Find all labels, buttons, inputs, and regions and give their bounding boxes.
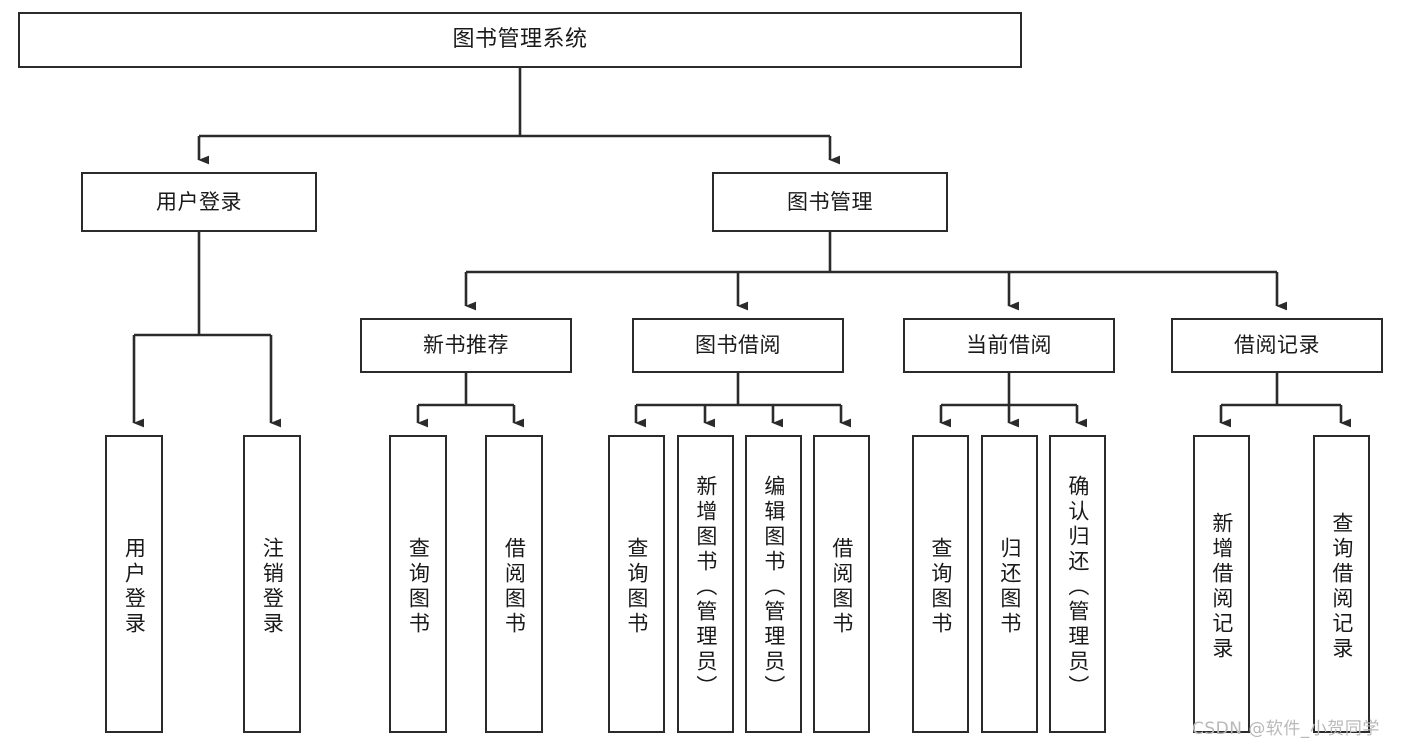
leaf-edit-book-admin[interactable]: 编辑图书（管理员） [745, 435, 802, 733]
leaf-user-login[interactable]: 用户登录 [105, 435, 163, 733]
node-book-borrow[interactable]: 图书借阅 [632, 318, 844, 373]
leaf-query-book-borrow[interactable]: 查询图书 [608, 435, 665, 733]
csdn-watermark: CSDN @软件_小贺同学 [1192, 719, 1380, 739]
node-label: 图书管理系统 [452, 27, 588, 53]
node-label: 新增图书（管理员） [693, 474, 718, 700]
leaf-query-book-current[interactable]: 查询图书 [912, 435, 969, 733]
node-book-management[interactable]: 图书管理 [712, 172, 948, 232]
leaf-logout[interactable]: 注销登录 [243, 435, 301, 733]
node-label: 借阅图书 [829, 537, 854, 637]
node-new-book-recommend[interactable]: 新书推荐 [360, 318, 572, 373]
node-root-system[interactable]: 图书管理系统 [18, 12, 1022, 68]
node-label: 查询图书 [624, 537, 649, 637]
node-label: 确认归还（管理员） [1065, 474, 1090, 700]
node-user-login[interactable]: 用户登录 [81, 172, 317, 232]
node-label: 新书推荐 [423, 333, 509, 358]
node-label: 当前借阅 [966, 333, 1052, 358]
leaf-query-book-new[interactable]: 查询图书 [389, 435, 447, 733]
leaf-confirm-return-admin[interactable]: 确认归还（管理员） [1049, 435, 1106, 733]
node-label: 图书借阅 [695, 333, 781, 358]
node-current-borrow[interactable]: 当前借阅 [903, 318, 1115, 373]
node-label: 借阅图书 [502, 537, 527, 637]
leaf-add-borrow-record[interactable]: 新增借阅记录 [1193, 435, 1250, 733]
leaf-borrow-book-new[interactable]: 借阅图书 [485, 435, 543, 733]
leaf-return-book[interactable]: 归还图书 [981, 435, 1038, 733]
node-label: 用户登录 [156, 189, 242, 214]
leaf-add-book-admin[interactable]: 新增图书（管理员） [677, 435, 734, 733]
node-label: 查询借阅记录 [1329, 512, 1354, 662]
node-label: 新增借阅记录 [1209, 512, 1234, 662]
leaf-query-borrow-record[interactable]: 查询借阅记录 [1313, 435, 1370, 733]
node-label: 归还图书 [997, 537, 1022, 637]
node-label: 用户登录 [122, 537, 147, 637]
node-label: 图书管理 [787, 189, 873, 214]
node-label: 查询图书 [928, 537, 953, 637]
leaf-borrow-book[interactable]: 借阅图书 [813, 435, 870, 733]
node-borrow-record[interactable]: 借阅记录 [1171, 318, 1383, 373]
node-label: 编辑图书（管理员） [761, 474, 786, 700]
node-label: 借阅记录 [1234, 333, 1320, 358]
node-label: 注销登录 [260, 537, 285, 637]
node-label: 查询图书 [406, 537, 431, 637]
